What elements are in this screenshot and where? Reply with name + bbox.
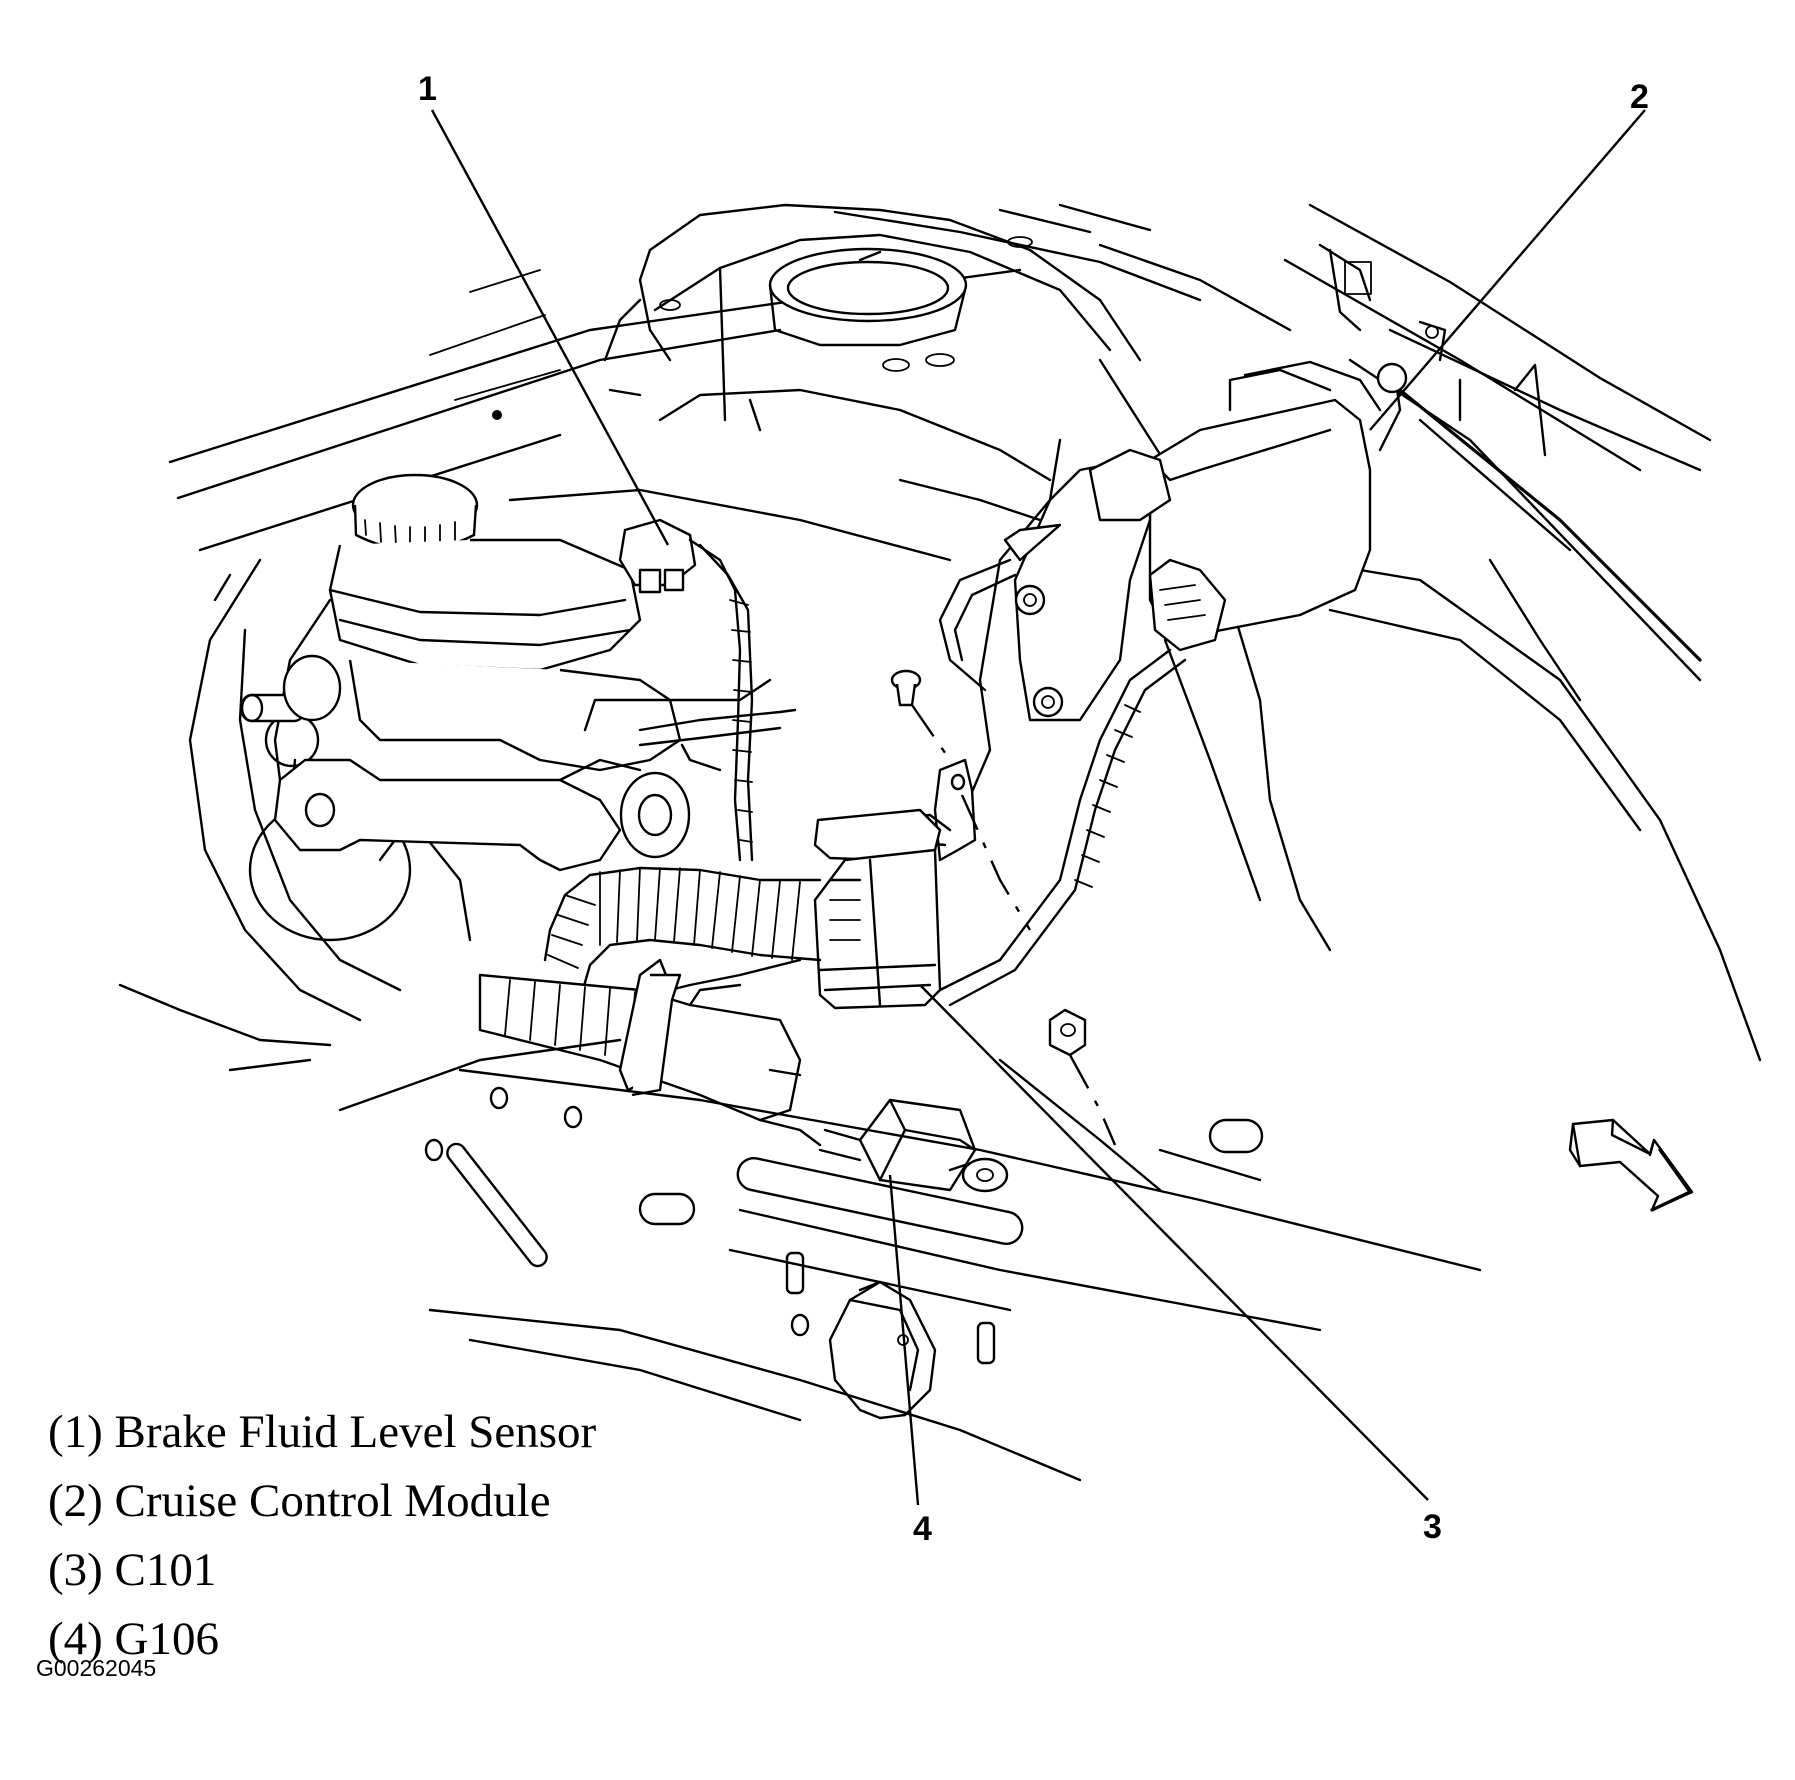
heater-core-tube — [768, 247, 968, 347]
legend-item-c101: (3) C101 — [48, 1544, 217, 1596]
callout-1-number: 1 — [418, 70, 437, 108]
legend-item-brake-fluid-level-sensor: (1) Brake Fluid Level Sensor — [48, 1406, 597, 1458]
master-cylinder — [240, 473, 797, 872]
callout-3-leader — [919, 984, 1429, 1501]
body-panel-lines — [168, 203, 1712, 682]
legend-item-cruise-control-module: (2) Cruise Control Module — [48, 1475, 551, 1527]
lower-frame-panel — [338, 1038, 1482, 1482]
lower-harness — [478, 958, 822, 1147]
callout-1-leader — [430, 109, 670, 546]
cruise-control-module — [878, 360, 1408, 1007]
component-legend: (1) Brake Fluid Level Sensor (2) Cruise … — [48, 1398, 596, 1674]
g106-ground — [818, 1098, 1009, 1193]
figure-id: G00262045 — [36, 1655, 157, 1681]
callout-2-leader — [1369, 109, 1646, 431]
brake-fluid-level-sensor — [618, 518, 754, 862]
front-direction-arrow-icon — [1568, 1118, 1694, 1212]
callout-2-number: 2 — [1630, 78, 1649, 116]
callout-4-number: 4 — [913, 1510, 932, 1548]
c101-connector — [543, 808, 942, 1010]
firewall-bolt — [888, 669, 1117, 1146]
callout-3-number: 3 — [1423, 1508, 1442, 1546]
callout-4-leader — [888, 1174, 920, 1506]
firewall-dome — [492, 203, 1762, 1062]
legend-item-g106: (4) G106 — [48, 1613, 219, 1665]
